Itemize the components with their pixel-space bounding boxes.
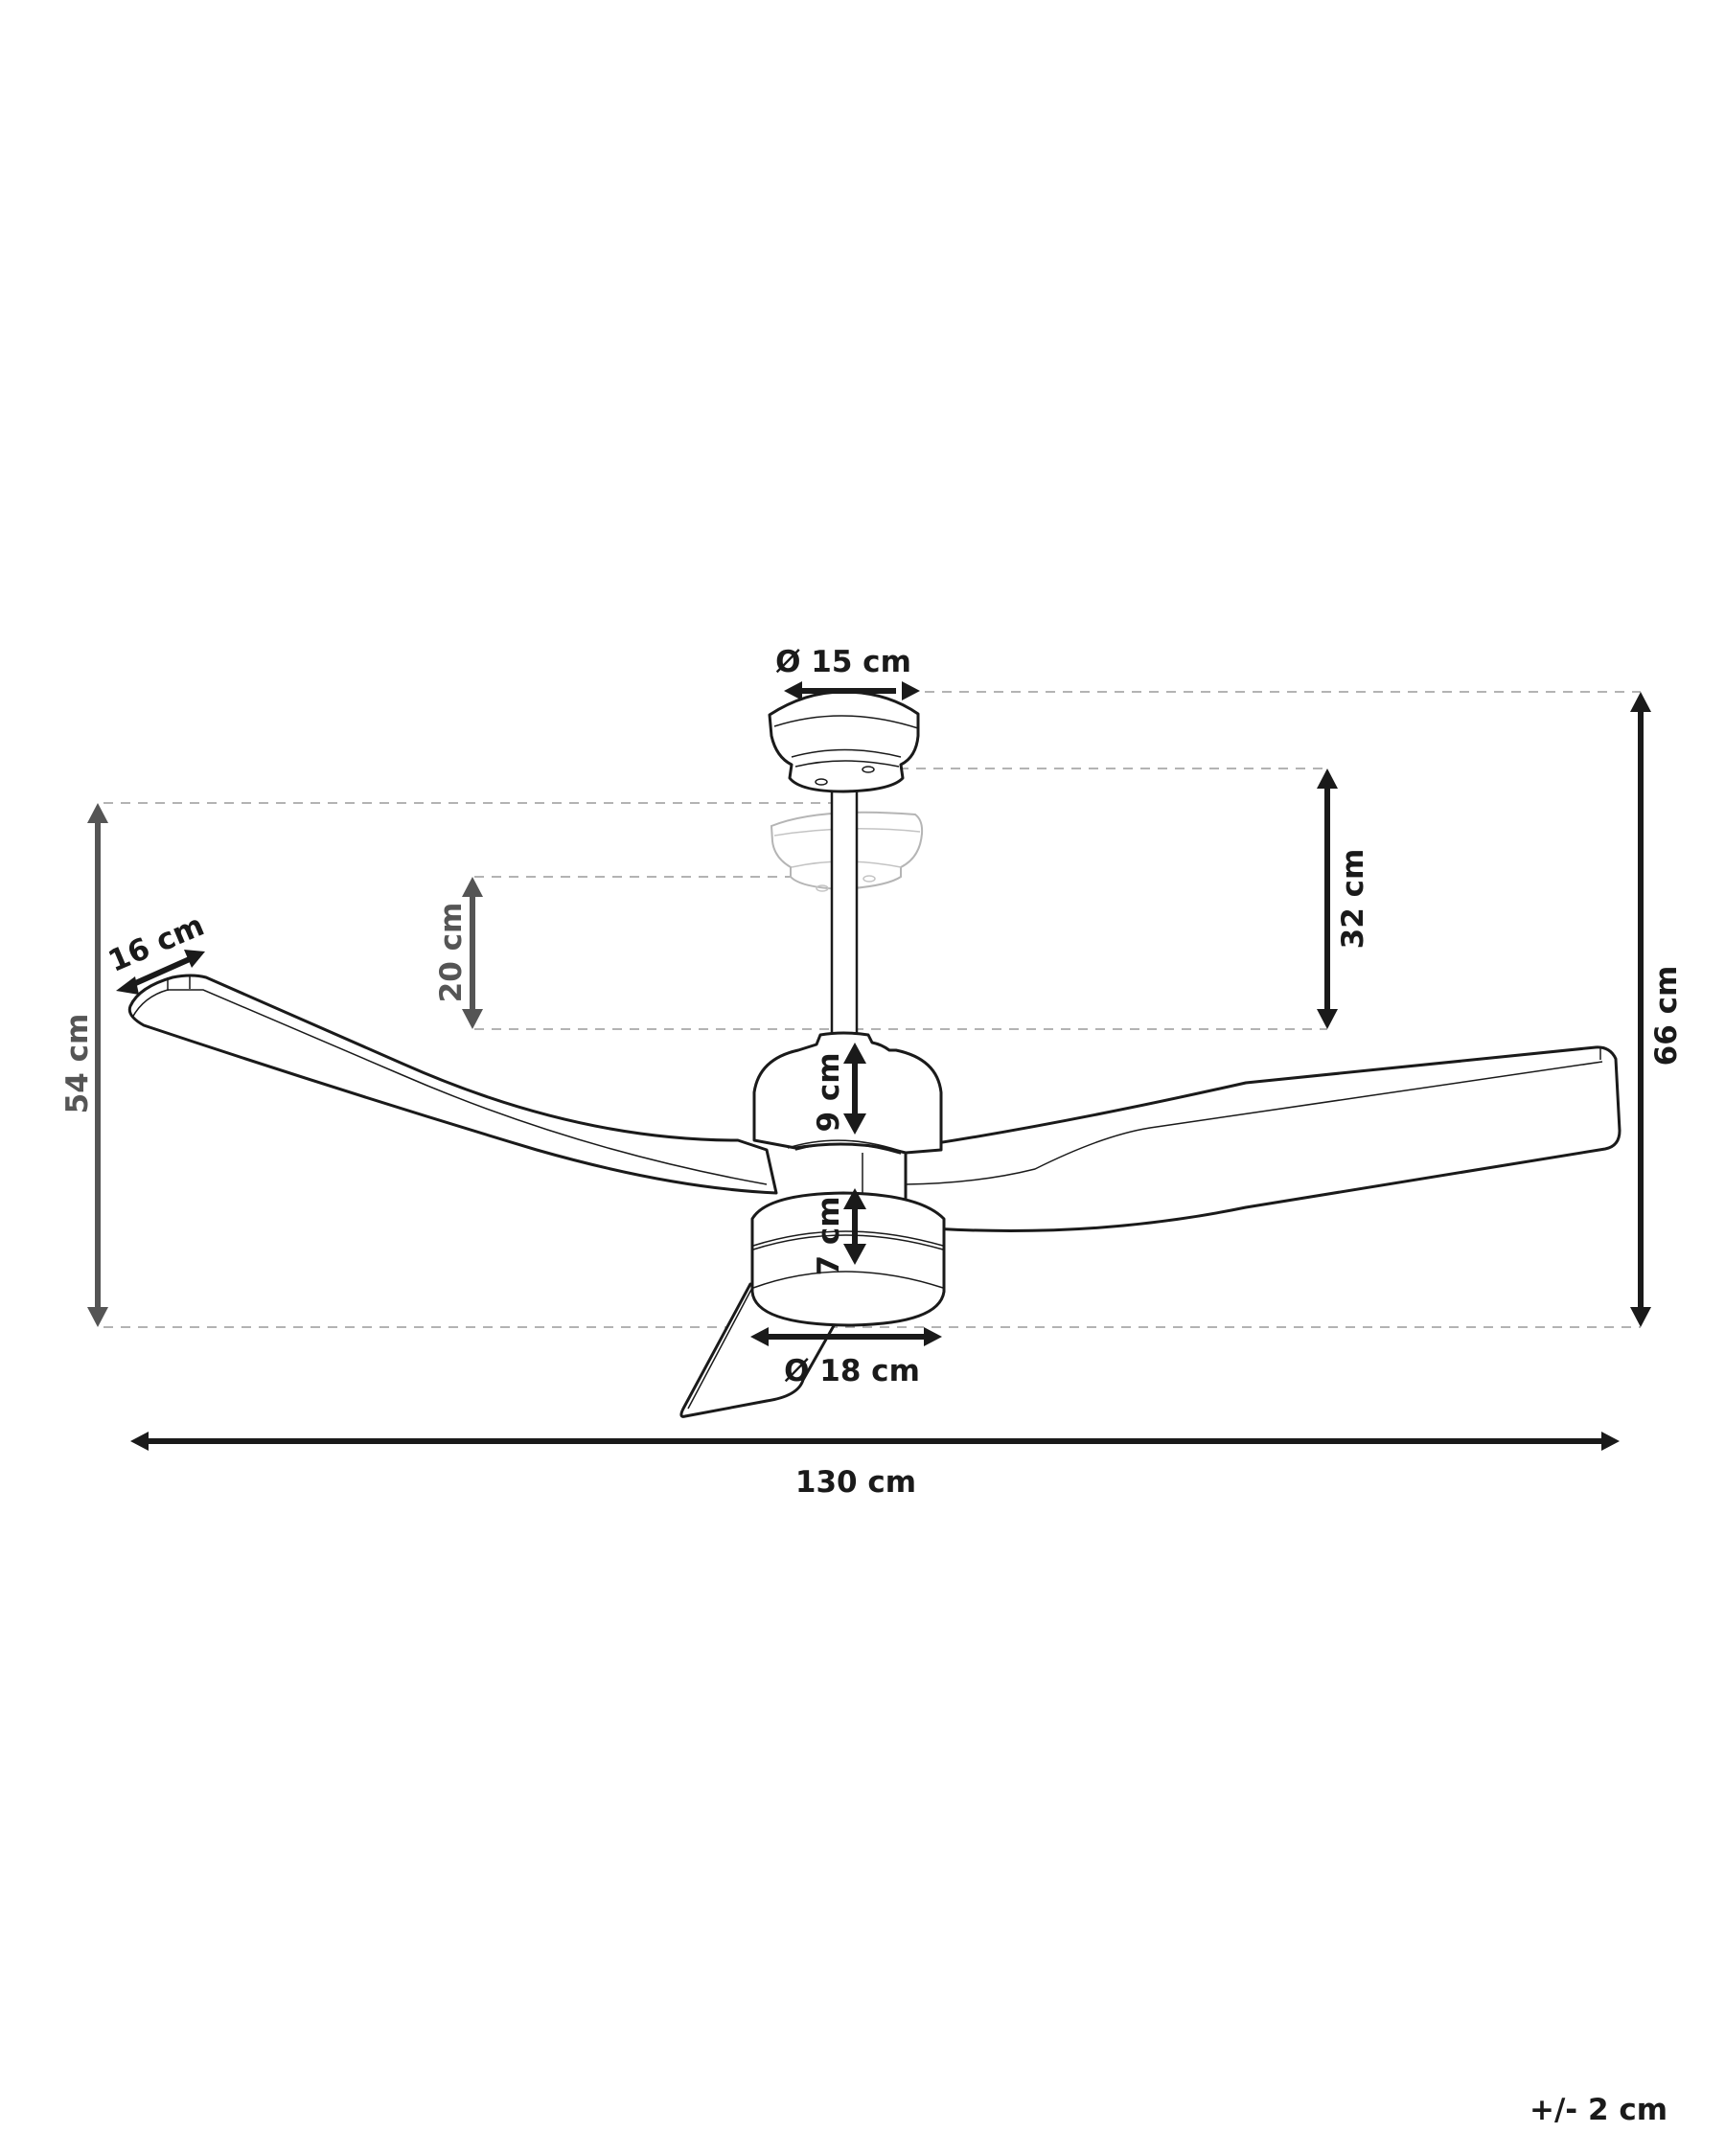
downrod [830, 765, 859, 1037]
light-housing [750, 1191, 946, 1327]
downrod-upper-dimension: 32 cm [1317, 768, 1370, 1029]
fan-blade-right [904, 1045, 1622, 1232]
downrod-upper-label: 32 cm [1336, 849, 1370, 950]
fan-blade-left [127, 974, 778, 1195]
motor-height-label: 9 cm [812, 1052, 846, 1132]
ceiling-canopy [768, 690, 920, 793]
guide-lines [104, 691, 1641, 1328]
motor-diameter-label: Ø 18 cm [784, 1354, 920, 1388]
light-height-label: 7 cm [812, 1196, 846, 1275]
motor-diameter-dimension: Ø 18 cm [750, 1327, 942, 1388]
motor-housing [752, 1031, 943, 1193]
motor-height-dimension: 9 cm [812, 1043, 866, 1135]
canopy-diameter-label: Ø 15 cm [775, 645, 911, 679]
total-height-label: 66 cm [1649, 966, 1684, 1067]
total-height-dimension: 66 cm [1630, 692, 1684, 1327]
min-height-label: 54 cm [60, 1014, 95, 1114]
tolerance-note: +/- 2 cm [1530, 2093, 1668, 2127]
light-height-dimension: 7 cm [812, 1188, 866, 1276]
downrod-lower-dimension: 20 cm [434, 877, 483, 1029]
blade-width-label: 16 cm [104, 908, 209, 979]
total-span-label: 130 cm [795, 1465, 916, 1500]
canopy-diameter-dimension: Ø 15 cm [775, 645, 920, 700]
total-span-dimension: 130 cm [130, 1432, 1620, 1500]
downrod-lower-label: 20 cm [434, 903, 469, 1003]
min-height-dimension: 54 cm [60, 803, 108, 1327]
